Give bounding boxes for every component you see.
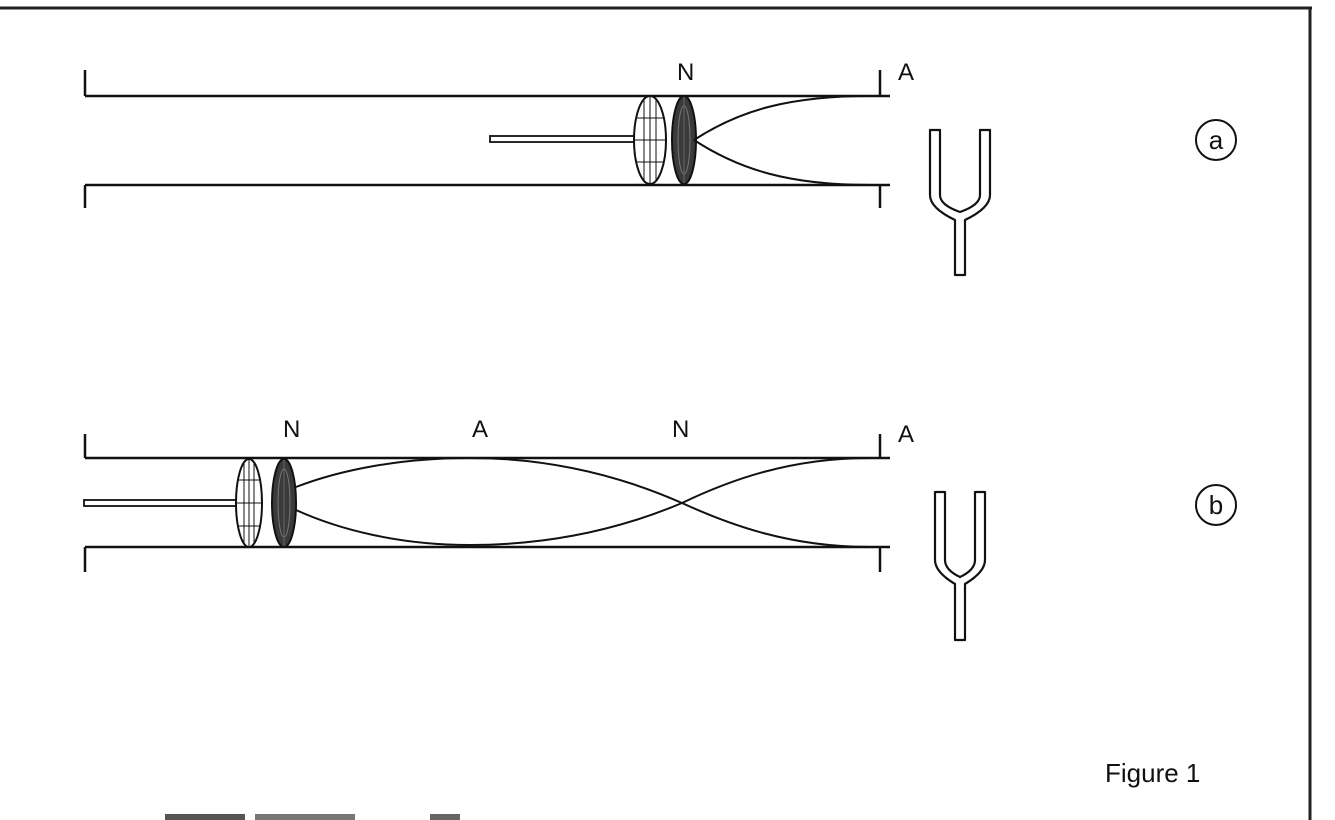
wave-b-lower-curve [295, 501, 871, 548]
label-b-open-end: A [898, 421, 914, 448]
wave-a-lower-curve [693, 139, 871, 186]
piston-b-front-face [271, 458, 297, 548]
scan-artifact-2 [255, 814, 355, 820]
wave-a-upper-curve [693, 95, 871, 141]
piston-b-rod [83, 499, 245, 507]
tuning-fork-b [933, 490, 987, 642]
panel-b-marker-label: b [1209, 490, 1223, 520]
piston-a-front-face [671, 95, 697, 185]
panel-b-marker [1195, 484, 1237, 526]
panel-a: N A a [83, 59, 1237, 277]
figure-caption: Figure 1 [1105, 758, 1200, 788]
scan-artifact-3 [430, 814, 460, 820]
scan-artifact-1 [165, 814, 245, 820]
panel-a-marker [1195, 119, 1237, 161]
piston-a-rod [489, 135, 649, 143]
label-a-node: N [677, 59, 694, 86]
label-a-open-end: A [898, 59, 914, 86]
piston-a-back-face [633, 95, 667, 185]
panel-b: N A N A b [83, 416, 1237, 642]
wave-b-upper-curve [295, 456, 871, 505]
label-b-middle-node: N [672, 416, 689, 443]
label-b-piston-node: N [283, 416, 300, 443]
piston-b-back-face [235, 458, 263, 548]
panel-a-marker-label: a [1209, 125, 1224, 155]
tuning-fork-a [928, 128, 992, 277]
label-b-middle-antinode: A [472, 416, 488, 443]
